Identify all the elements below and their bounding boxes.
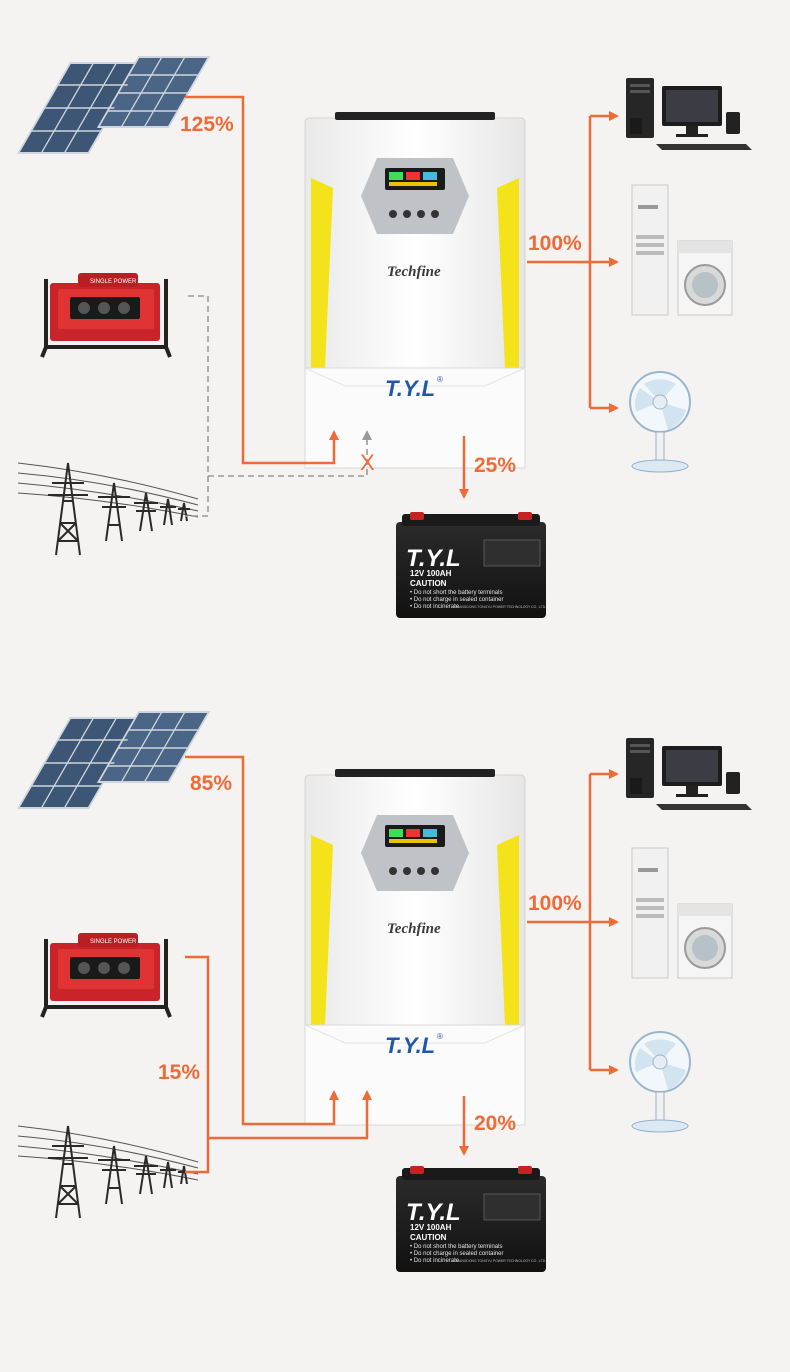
battery-warning-2: • Do not charge in sealed container: [410, 1251, 504, 1257]
electric-fan-icon: [629, 371, 691, 473]
inverter-logo-mark: ®: [437, 375, 443, 384]
grid-percentage: 15%: [158, 1061, 200, 1084]
electric-fan-icon: [629, 1031, 691, 1133]
power-tower-icon: [17, 1125, 199, 1219]
battery-warning-2: • Do not charge in sealed container: [410, 597, 504, 603]
battery-warning-3: • Do not incinerate: [410, 1258, 460, 1264]
solar-percentage: 125%: [180, 113, 234, 136]
inverter-logo: T.Y.L: [385, 376, 435, 401]
battery-percentage: 20%: [474, 1112, 516, 1135]
inverter-icon: Techfine T.Y.L ®: [304, 111, 526, 469]
desktop-computer-icon: [626, 78, 752, 150]
battery-logo: T.Y.L: [406, 545, 461, 572]
battery-caution: CAUTION: [410, 579, 447, 588]
solar-flow-line: [185, 95, 339, 465]
scenario-2: Techfine T.Y.L ® T.Y.L 12V 100AH CAUTION…: [17, 711, 752, 1273]
generator-icon: [40, 271, 172, 359]
grid-flow-line-blocked: [185, 295, 367, 517]
desktop-computer-icon: [626, 738, 752, 810]
battery-rating: 12V 100AH: [410, 569, 452, 578]
solar-panel-icon: [17, 711, 210, 809]
air-conditioner-washer-icon: [631, 847, 733, 979]
battery-warning-3: • Do not incinerate: [410, 604, 460, 610]
solar-percentage: 85%: [190, 772, 232, 795]
inverter-logo: T.Y.L: [385, 1033, 435, 1058]
load-percentage: 100%: [528, 892, 582, 915]
scenario-1: Techfine T.Y.L ® T.Y.L 12V 100AH CAUTION…: [17, 56, 752, 619]
grid-generator-flow-line: [185, 955, 367, 1174]
solar-panel-icon: [17, 56, 210, 154]
inverter-brand: Techfine: [387, 264, 441, 280]
air-conditioner-washer-icon: [631, 184, 733, 316]
inverter-brand: Techfine: [387, 921, 441, 937]
generator-icon: [40, 931, 172, 1019]
battery-percentage: 25%: [474, 454, 516, 477]
battery-logo: T.Y.L: [406, 1199, 461, 1226]
battery-maker: GUANGDONG TONGYU POWER TECHNOLOGY CO., L…: [454, 605, 546, 609]
battery-icon: T.Y.L 12V 100AH CAUTION • Do not short t…: [395, 1165, 547, 1273]
solar-flow-line: [185, 755, 339, 1126]
grid-blocked-mark: X: [360, 450, 375, 475]
battery-warning-1: • Do not short the battery terminals: [410, 590, 502, 596]
battery-caution: CAUTION: [410, 1233, 447, 1242]
power-tower-icon: [17, 462, 199, 556]
battery-warning-1: • Do not short the battery terminals: [410, 1244, 502, 1250]
battery-maker: GUANGDONG TONGYU POWER TECHNOLOGY CO., L…: [454, 1259, 546, 1263]
battery-icon: T.Y.L 12V 100AH CAUTION • Do not short t…: [395, 511, 547, 619]
inverter-icon: Techfine T.Y.L ®: [304, 768, 526, 1126]
inverter-logo-mark: ®: [437, 1032, 443, 1041]
battery-rating: 12V 100AH: [410, 1223, 452, 1232]
load-percentage: 100%: [528, 232, 582, 255]
